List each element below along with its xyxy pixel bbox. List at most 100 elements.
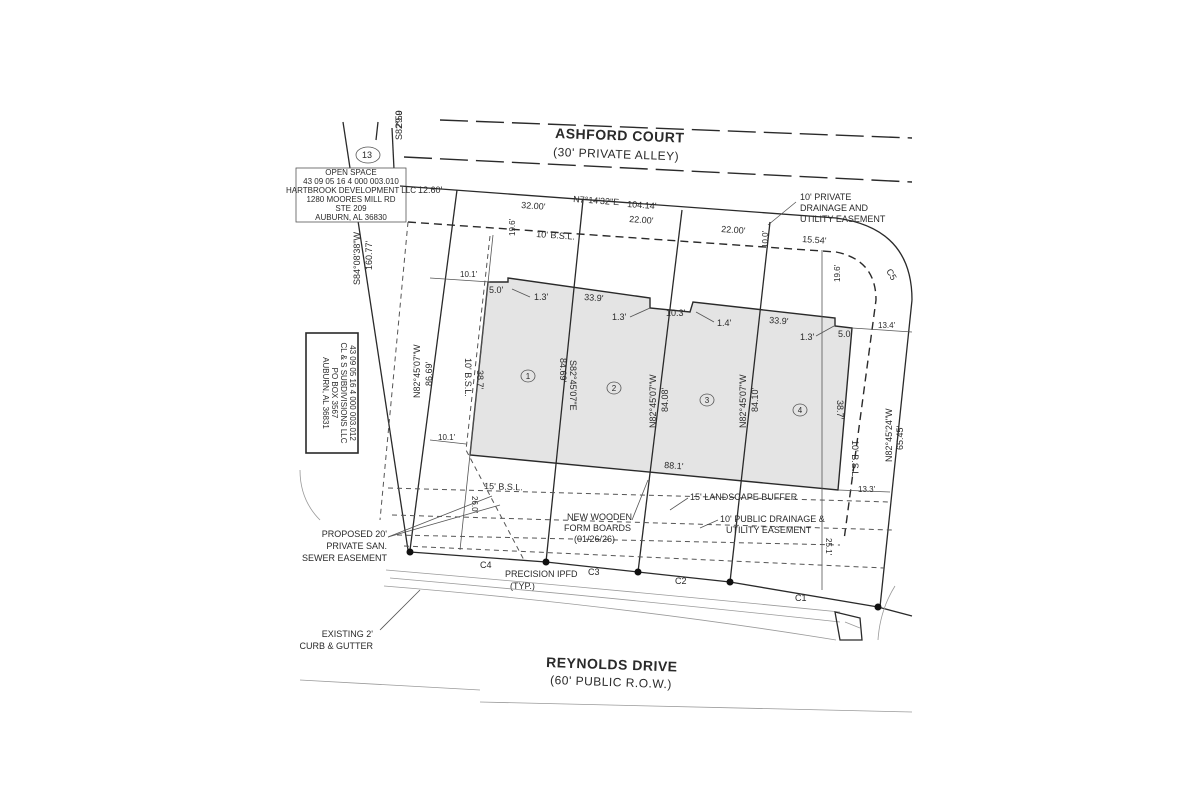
svg-text:HARTBROOK DEVELOPMENT LLC: HARTBROOK DEVELOPMENT LLC xyxy=(286,186,416,195)
svg-text:84.08': 84.08' xyxy=(660,387,670,412)
svg-text:84.69': 84.69' xyxy=(558,358,568,383)
svg-text:10.1': 10.1' xyxy=(460,270,478,279)
svg-text:43 09 05 16 4 000 003.012: 43 09 05 16 4 000 003.012 xyxy=(348,345,357,441)
svg-text:PRIVATE SAN.: PRIVATE SAN. xyxy=(326,541,387,551)
open-space-lot-number: 13 xyxy=(362,150,372,160)
svg-text:1: 1 xyxy=(526,372,531,381)
svg-text:PROPOSED 20': PROPOSED 20' xyxy=(322,529,388,539)
bsl-east: 10' B.S.L. xyxy=(850,440,860,479)
svg-text:S82°45'07"E: S82°45'07"E xyxy=(568,360,578,411)
north-boundary: 12.60' N7°14'32"E 104.14' 32.00' 22.00' … xyxy=(399,185,913,301)
west-distance: 160.77' xyxy=(364,240,374,270)
nw-frontage: 12.60' xyxy=(418,185,443,195)
south-street-name: REYNOLDS DRIVE xyxy=(546,654,678,675)
sewer-easement-note: PROPOSED 20' PRIVATE SAN. SEWER EASEMENT xyxy=(302,495,501,563)
curve-c2: C2 xyxy=(675,576,687,586)
svg-text:38.7': 38.7' xyxy=(475,370,485,390)
open-space-callout: 13 OPEN SPACE 43 09 05 16 4 000 003.010 … xyxy=(286,146,416,223)
svg-text:5.0': 5.0' xyxy=(489,285,504,295)
svg-text:AUBURN, AL 36830: AUBURN, AL 36830 xyxy=(315,213,387,222)
svg-text:3: 3 xyxy=(705,396,710,405)
west-bearing: S84°08'38"W xyxy=(352,231,362,285)
svg-text:10.3': 10.3' xyxy=(666,308,686,318)
svg-text:1.3': 1.3' xyxy=(612,312,627,322)
curve-c4: C4 xyxy=(480,560,492,570)
north-bearing: N7°14'32"E xyxy=(573,194,620,207)
setback-dimensions: 10.1' 10.1' 13.4' 13.3' xyxy=(429,270,913,494)
north-easement-note: 10' PRIVATE DRAINAGE AND UTILITY EASEMEN… xyxy=(767,192,886,226)
west-owner-callout: 43 09 05 16 4 000 003.012 CL & S SUBDIVI… xyxy=(305,332,359,454)
svg-text:19.6': 19.6' xyxy=(508,218,517,236)
svg-text:CL & S SUBDIVISIONS LLC: CL & S SUBDIVISIONS LLC xyxy=(339,342,348,443)
svg-text:43 09 05 16 4 000 003.010: 43 09 05 16 4 000 003.010 xyxy=(303,177,399,186)
curve-c5: C5 xyxy=(884,267,898,282)
lot-3[interactable]: 3 xyxy=(699,393,715,407)
north-street-sub: (30' PRIVATE ALLEY) xyxy=(553,145,679,163)
svg-text:10' PRIVATE: 10' PRIVATE xyxy=(800,192,851,202)
svg-text:UTILITY EASEMENT: UTILITY EASEMENT xyxy=(800,214,886,224)
svg-text:25.1': 25.1' xyxy=(824,538,833,556)
svg-text:2: 2 xyxy=(612,384,617,393)
lot-1[interactable]: 1 xyxy=(520,369,536,383)
svg-text:N82°45'07"W: N82°45'07"W xyxy=(412,344,422,398)
svg-text:13.4': 13.4' xyxy=(878,321,896,330)
frontage-lot-4: 15.54' xyxy=(802,234,827,246)
sewer-lines xyxy=(379,221,526,563)
lot-4[interactable]: 4 xyxy=(792,403,808,417)
bsl-west: 10' B.S.L. xyxy=(463,358,473,397)
north-total: 104.14' xyxy=(627,199,657,211)
curve-c1: C1 xyxy=(795,593,807,603)
svg-text:19.6': 19.6' xyxy=(833,264,842,282)
svg-text:N82°45'07"W: N82°45'07"W xyxy=(738,374,748,428)
svg-text:10.0': 10.0' xyxy=(761,230,770,248)
bsl-rear: 15' B.S.L. xyxy=(484,481,523,492)
svg-text:AUBURN, AL 36831: AUBURN, AL 36831 xyxy=(321,357,330,429)
svg-text:SEWER EASEMENT: SEWER EASEMENT xyxy=(302,553,388,563)
svg-text:13.3': 13.3' xyxy=(858,485,876,494)
svg-text:PRECISION IPFD: PRECISION IPFD xyxy=(505,569,578,579)
svg-text:33.9': 33.9' xyxy=(769,315,789,326)
svg-text:CURB & GUTTER: CURB & GUTTER xyxy=(299,641,373,651)
svg-text:33.9': 33.9' xyxy=(584,292,604,303)
building-dimensions: 5.0' 1.3' 33.9' 1.3' 10.3' 1.4' 33.9' 1.… xyxy=(475,285,853,471)
svg-text:OPEN SPACE: OPEN SPACE xyxy=(325,168,376,177)
reynolds-drive-road: EXISTING 2' CURB & GUTTER REYNOLDS DRIVE… xyxy=(299,469,913,713)
south-boundary: C4 C3 C2 C1 PRECISION IPFD (TYP.) xyxy=(406,548,913,617)
svg-text:84.10': 84.10' xyxy=(750,387,760,412)
svg-text:1280 MOORES MILL RD: 1280 MOORES MILL RD xyxy=(306,195,395,204)
svg-text:PO BOX 3567: PO BOX 3567 xyxy=(330,368,339,419)
svg-text:38.7': 38.7' xyxy=(835,400,845,420)
curve-c3: C3 xyxy=(588,567,600,577)
svg-text:N82°45'07"W: N82°45'07"W xyxy=(648,374,658,428)
frontage-lot-1: 32.00' xyxy=(521,200,546,212)
svg-text:1.4': 1.4' xyxy=(717,318,732,328)
south-street-sub: (60' PUBLIC R.O.W.) xyxy=(550,673,672,691)
svg-text:10.1': 10.1' xyxy=(438,433,456,442)
svg-text:1.3': 1.3' xyxy=(534,292,549,302)
front-setback-line: 10' B.S.L. 19.6' 10.0' 19.6' xyxy=(407,218,877,541)
svg-text:N82°45'24"W: N82°45'24"W xyxy=(884,408,894,462)
svg-text:(TYP.): (TYP.) xyxy=(510,581,535,591)
svg-text:DRAINAGE AND: DRAINAGE AND xyxy=(800,203,869,213)
svg-text:26.0': 26.0' xyxy=(470,496,479,514)
svg-text:STE 209: STE 209 xyxy=(335,204,367,213)
svg-text:5.0': 5.0' xyxy=(838,329,853,339)
bsl-front: 10' B.S.L. xyxy=(536,229,575,242)
lot-2[interactable]: 2 xyxy=(606,381,622,395)
svg-text:65.45': 65.45' xyxy=(895,425,905,450)
svg-text:86.69': 86.69' xyxy=(424,361,434,386)
top-bearing: S82°50 xyxy=(394,110,404,140)
svg-text:FORM BOARDS: FORM BOARDS xyxy=(564,523,631,533)
svg-text:UTILITY EASEMENT: UTILITY EASEMENT xyxy=(726,525,812,535)
top-distance: 29.9 xyxy=(394,110,404,128)
svg-text:EXISTING 2': EXISTING 2' xyxy=(322,629,374,639)
lot-bearings: N82°45'07"W 86.69' 10' B.S.L. 84.69' S82… xyxy=(412,344,905,479)
ashford-court-road: ASHFORD COURT (30' PRIVATE ALLEY) xyxy=(403,119,913,183)
north-street-name: ASHFORD COURT xyxy=(555,125,685,146)
frontage-lot-2: 22.00' xyxy=(629,214,654,226)
svg-text:4: 4 xyxy=(798,406,803,415)
svg-text:1.3': 1.3' xyxy=(800,332,815,342)
landscape-buffer-note: 15' LANDSCAPE BUFFER xyxy=(690,492,798,502)
rear-easements: 15' B.S.L. 26.0' 25.1' 15' LANDSCAPE BUF… xyxy=(387,479,893,569)
